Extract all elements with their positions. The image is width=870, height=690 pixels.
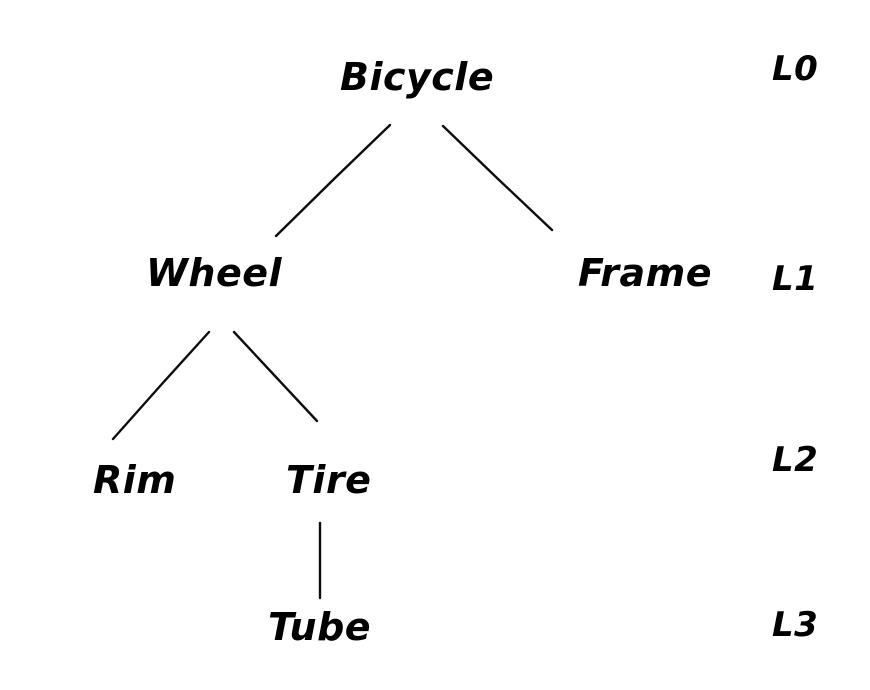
node-tube[interactable]: Tube — [268, 605, 372, 649]
node-frame[interactable]: Frame — [578, 251, 713, 295]
node-tire[interactable]: Tire — [286, 458, 372, 502]
level-label-l2: L2 — [772, 440, 819, 480]
edge-wheel-tire — [232, 330, 319, 423]
edge-bicycle-frame — [441, 124, 554, 232]
node-wheel[interactable]: Wheel — [146, 251, 283, 295]
level-label-l1: L1 — [772, 259, 819, 299]
level-label-l0: L0 — [772, 49, 819, 89]
edge-bicycle-wheel — [274, 123, 392, 238]
node-rim[interactable]: Rim — [93, 458, 177, 502]
level-label-l3: L3 — [772, 605, 819, 645]
node-bicycle[interactable]: Bicycle — [340, 55, 495, 99]
edge-wheel-rim — [111, 330, 211, 441]
